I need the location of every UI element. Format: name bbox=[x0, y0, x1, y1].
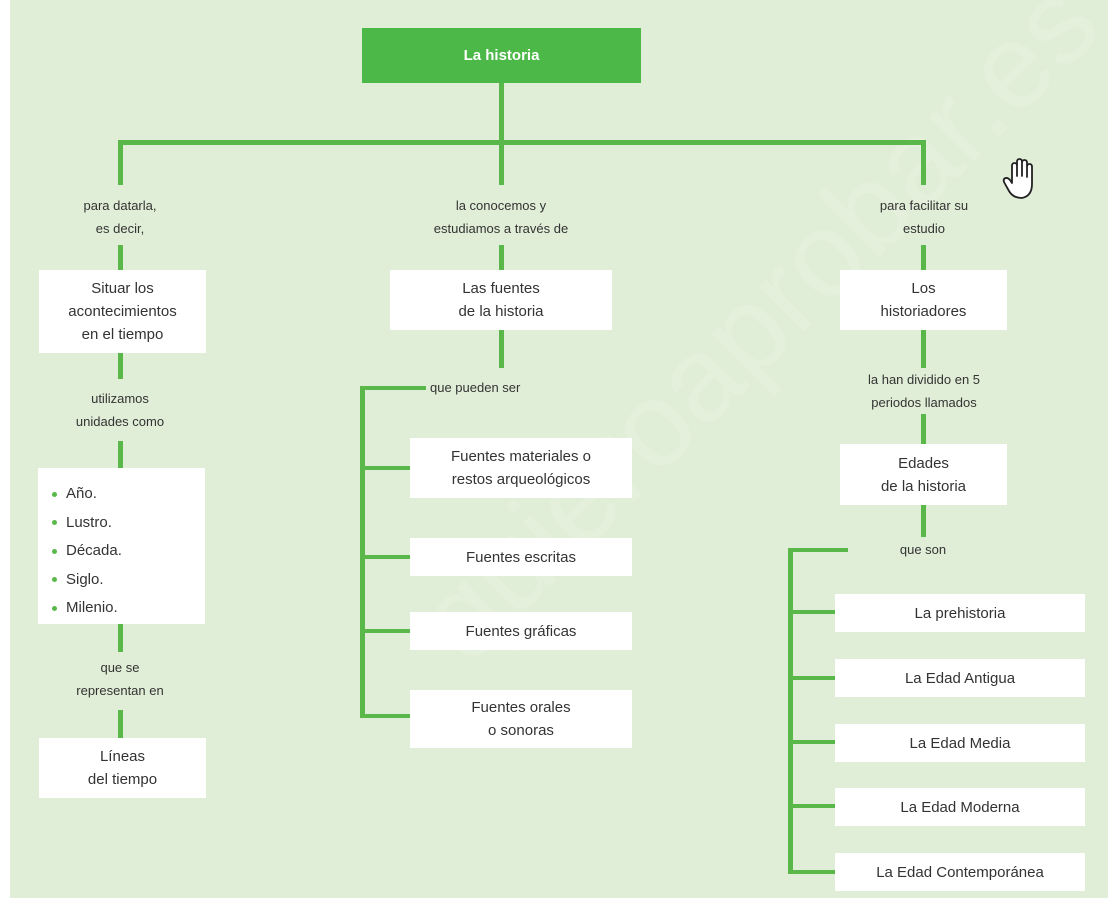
period-label: La Edad Contemporánea bbox=[876, 863, 1044, 881]
connector-line bbox=[788, 740, 835, 744]
bullet-icon bbox=[52, 548, 57, 554]
connector-label: que se representan en bbox=[76, 660, 164, 698]
list-item-label: Milenio. bbox=[66, 599, 118, 616]
connector-line bbox=[788, 676, 835, 680]
concept-box: Edades de la historia bbox=[840, 444, 1007, 505]
connector-line bbox=[788, 548, 848, 552]
concept-label: Las fuentes de la historia bbox=[458, 280, 544, 320]
connector-line bbox=[499, 83, 504, 144]
watermark: quieroaprobar.es bbox=[391, 0, 1108, 687]
connector-line bbox=[921, 140, 926, 185]
connector-line bbox=[118, 710, 123, 738]
source-box: Fuentes gráficas bbox=[410, 612, 632, 650]
concept-box: Las fuentes de la historia bbox=[390, 270, 612, 330]
connector-label: para datarla, es decir, bbox=[83, 198, 157, 236]
list-item: Lustro. bbox=[52, 509, 205, 538]
list-item-label: Año. bbox=[66, 485, 97, 502]
source-label: Fuentes escritas bbox=[465, 548, 577, 566]
connector-line bbox=[118, 353, 123, 379]
connector-line bbox=[921, 505, 926, 537]
source-box: Fuentes orales o sonoras bbox=[410, 690, 632, 748]
period-box: La Edad Moderna bbox=[835, 788, 1085, 826]
connector-label: que son bbox=[899, 542, 947, 557]
connector-line bbox=[499, 140, 504, 185]
connector-line bbox=[921, 330, 926, 368]
connector-line bbox=[788, 610, 835, 614]
period-box: La Edad Contemporánea bbox=[835, 853, 1085, 891]
concept-label: Líneas del tiempo bbox=[87, 748, 158, 788]
connector-line bbox=[788, 870, 835, 874]
list-item: Milenio. bbox=[52, 594, 205, 623]
connector-line bbox=[360, 386, 365, 718]
connector-line bbox=[360, 629, 410, 633]
concept-label: Los historiadores bbox=[880, 280, 967, 320]
connector-line bbox=[921, 245, 926, 270]
connector-line bbox=[118, 624, 123, 652]
connector-label: que pueden ser bbox=[430, 380, 521, 395]
list-item-label: Década. bbox=[66, 542, 122, 559]
diagram-title: La historia bbox=[362, 28, 641, 83]
period-box: La Edad Antigua bbox=[835, 659, 1085, 697]
list-item: Año. bbox=[52, 480, 205, 509]
concept-box: Situar los acontecimientos en el tiempo bbox=[39, 270, 206, 353]
connector-line bbox=[788, 804, 835, 808]
source-box: Fuentes escritas bbox=[410, 538, 632, 576]
connector-line bbox=[499, 330, 504, 368]
connector-line bbox=[921, 414, 926, 444]
list-item: Década. bbox=[52, 537, 205, 566]
time-units-list: Año. Lustro. Década. Siglo. Milenio. bbox=[38, 468, 205, 624]
connector-line bbox=[360, 714, 410, 718]
source-box: Fuentes materiales o restos arqueológico… bbox=[410, 438, 632, 498]
connector-line bbox=[360, 466, 410, 470]
connector-line bbox=[499, 245, 504, 270]
period-label: La Edad Moderna bbox=[900, 798, 1020, 816]
concept-box: Líneas del tiempo bbox=[39, 738, 206, 798]
connector-line bbox=[118, 140, 926, 145]
list-item-label: Lustro. bbox=[66, 513, 112, 531]
connector-line bbox=[788, 548, 793, 874]
connector-line bbox=[118, 140, 123, 185]
concept-label: Edades de la historia bbox=[880, 454, 967, 495]
period-label: La Edad Antigua bbox=[904, 669, 1016, 687]
period-label: La prehistoria bbox=[914, 604, 1006, 622]
connector-line bbox=[118, 441, 123, 468]
connector-line bbox=[118, 245, 123, 270]
period-label: La Edad Media bbox=[909, 734, 1011, 752]
source-label: Fuentes orales o sonoras bbox=[471, 699, 571, 739]
connector-label: utilizamos unidades como bbox=[75, 391, 165, 429]
concept-label: Situar los acontecimientos en el tiempo bbox=[68, 280, 177, 343]
period-box: La prehistoria bbox=[835, 594, 1085, 632]
hand-cursor-icon bbox=[1002, 158, 1033, 199]
bullet-icon bbox=[52, 577, 57, 583]
connector-label: la han dividido en 5 periodos llamados bbox=[867, 372, 981, 410]
connector-line bbox=[360, 555, 410, 559]
connector-line bbox=[360, 386, 426, 390]
source-label: Fuentes materiales o restos arqueológico… bbox=[450, 448, 592, 488]
bullet-icon bbox=[52, 491, 57, 497]
list-item: Siglo. bbox=[52, 566, 205, 595]
bullet-icon bbox=[52, 605, 57, 611]
list-item-label: Siglo. bbox=[66, 570, 104, 588]
source-label: Fuentes gráficas bbox=[465, 622, 577, 640]
connector-label: la conocemos y estudiamos a través de bbox=[433, 198, 569, 236]
bullet-icon bbox=[52, 520, 57, 526]
connector-label: para facilitar su estudio bbox=[879, 198, 969, 236]
period-box: La Edad Media bbox=[835, 724, 1085, 762]
concept-box: Los historiadores bbox=[840, 270, 1007, 330]
concept-map: quieroaprobar.es La historia para datarl… bbox=[10, 0, 1108, 898]
